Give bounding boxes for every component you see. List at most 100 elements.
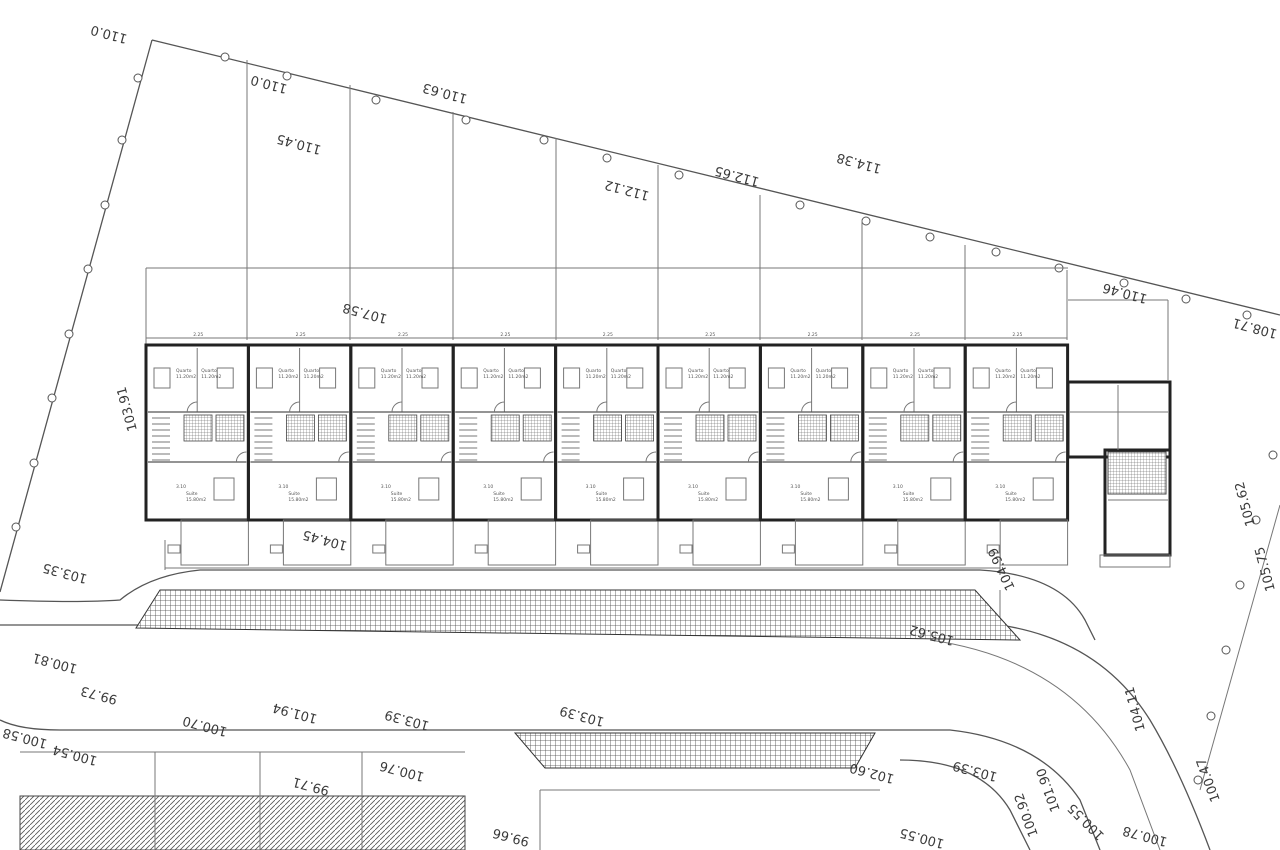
end-unit	[1066, 380, 1172, 568]
bed-icon	[418, 477, 440, 501]
room-area: 11.20m2	[278, 374, 298, 380]
door-swing	[596, 401, 607, 413]
room-label: Suite	[596, 491, 608, 497]
bathroom	[420, 414, 450, 442]
elevation-label: 100.76	[378, 757, 426, 783]
terrace-unit: 2.25Quarto11.20m2Quarto11.20m2Suite15.80…	[554, 332, 660, 566]
survey-point	[861, 216, 871, 226]
terrace-unit: 2.25Quarto11.20m2Quarto11.20m2Suite15.80…	[144, 332, 250, 566]
bed-icon	[767, 367, 785, 389]
elevation-label: 100.54	[51, 741, 99, 767]
terrace-unit: 2.25Quarto11.20m2Quarto11.20m2Suite15.80…	[758, 332, 865, 566]
gate-post	[269, 544, 283, 554]
road	[0, 569, 1211, 850]
dimension-label: 3.10	[790, 484, 800, 490]
gate-post	[372, 544, 386, 554]
bed-icon	[421, 367, 439, 389]
door-swing	[747, 451, 759, 463]
survey-point	[925, 232, 935, 242]
dimension-label: 2.25	[808, 332, 818, 338]
terrace-unit: 2.25Quarto11.20m2Quarto11.20m2Suite15.80…	[349, 332, 455, 566]
front-patio	[897, 519, 966, 566]
room-area: 11.20m2	[611, 374, 631, 380]
bathroom	[285, 414, 315, 442]
room-area: 11.20m2	[1020, 374, 1040, 380]
room-area: 11.20m2	[713, 374, 733, 380]
bed-icon	[725, 477, 747, 501]
room-label: Suite	[391, 491, 403, 497]
dimension-label: 2.25	[1012, 332, 1022, 338]
dimension-label: 2.25	[296, 332, 306, 338]
staircase	[254, 417, 273, 461]
bathroom	[593, 414, 622, 442]
gate-post	[474, 544, 488, 554]
staircase	[868, 417, 887, 461]
survey-point	[1206, 711, 1216, 721]
room-area: 15.80m2	[800, 497, 820, 503]
staircase	[561, 417, 580, 461]
staircase	[664, 417, 682, 461]
terrace-unit: 2.25Quarto11.20m2Quarto11.20m2Suite15.80…	[451, 332, 558, 566]
terrace-house-row: 2.25Quarto11.20m2Quarto11.20m2Suite15.80…	[144, 332, 1070, 566]
room-label: Suite	[1005, 491, 1017, 497]
bed-icon	[460, 367, 478, 389]
parking-strip-upper	[135, 589, 1022, 641]
bathroom	[490, 414, 520, 442]
elevation-label: 112.65	[713, 162, 761, 188]
elevation-label: 99.73	[79, 683, 119, 707]
site-boundary	[0, 39, 1280, 791]
room-area: 15.80m2	[186, 497, 206, 503]
elevation-label: 101.90	[1034, 766, 1064, 814]
gate-post	[781, 544, 795, 554]
room-label: Suite	[288, 491, 300, 497]
dimension-label: 3.10	[278, 484, 288, 490]
room-area: 15.80m2	[493, 497, 513, 503]
room-label: Quarto	[201, 368, 217, 374]
elevation-label: 100.78	[1121, 822, 1169, 848]
terrace-unit: 2.25Quarto11.20m2Quarto11.20m2Suite15.80…	[861, 332, 967, 566]
survey-point	[133, 73, 143, 83]
elevation-label: 110.0	[89, 22, 129, 46]
bathroom	[317, 414, 347, 442]
room-area: 15.80m2	[698, 497, 718, 503]
dimension-label: 3.10	[995, 484, 1005, 490]
survey-point	[83, 264, 93, 274]
bed-icon	[213, 477, 235, 501]
elevation-label: 100.55	[898, 824, 946, 850]
survey-point	[282, 71, 292, 81]
survey-point	[117, 135, 127, 145]
bathroom	[798, 414, 827, 442]
bed-icon	[665, 367, 683, 389]
room-label: Quarto	[508, 368, 524, 374]
survey-point	[674, 170, 684, 180]
room-label: Quarto	[586, 368, 602, 374]
bathroom	[183, 414, 213, 442]
room-label: Suite	[698, 491, 710, 497]
bathroom	[830, 414, 859, 442]
frontage	[164, 540, 1001, 575]
room-label: Quarto	[816, 368, 832, 374]
terrace-unit: 2.25Quarto11.20m2Quarto11.20m2Suite15.80…	[246, 332, 353, 566]
survey-point	[602, 153, 612, 163]
bathroom	[522, 414, 552, 442]
elevation-label: 108.71	[1231, 314, 1279, 340]
room-label: Quarto	[176, 368, 192, 374]
bed-icon	[520, 477, 542, 501]
room-area: 15.80m2	[903, 497, 923, 503]
elevation-label: 114.38	[835, 149, 883, 175]
room-area: 11.20m2	[406, 374, 426, 380]
elevation-label: 107.58	[341, 299, 389, 325]
dimension-label: 3.10	[483, 484, 493, 490]
elevation-label: 100.70	[181, 712, 229, 738]
room-label: Quarto	[381, 368, 397, 374]
bathroom	[1002, 414, 1032, 442]
staircase	[766, 417, 785, 461]
elevation-label: 100.55	[1065, 800, 1108, 843]
door-swing	[338, 451, 349, 463]
room-area: 11.20m2	[995, 374, 1015, 380]
gate-post	[884, 544, 898, 554]
survey-point	[539, 135, 549, 145]
bathroom	[695, 414, 725, 442]
room-label: Quarto	[790, 368, 806, 374]
